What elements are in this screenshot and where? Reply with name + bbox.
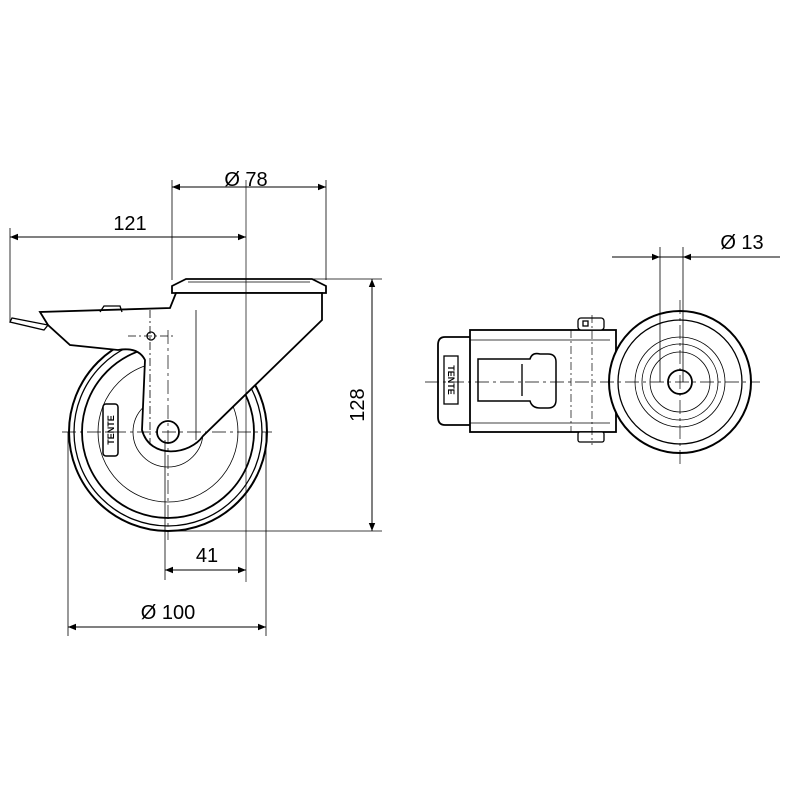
side-view: TENTE (9, 180, 327, 582)
brake-slot (477, 352, 557, 409)
dim-offset: 41 (196, 545, 218, 567)
dim-plate-diameter: Ø 78 (224, 169, 267, 191)
dim-overall-length: 121 (113, 213, 146, 235)
dimension-lines (10, 183, 780, 631)
logo-text-top: TENTE (446, 365, 456, 395)
tente-logo: TENTE (102, 403, 119, 457)
top-plate (171, 278, 327, 294)
extension-lines (9, 180, 382, 636)
dim-bolt-hole-diameter: Ø 13 (720, 232, 763, 254)
brake-pedal (9, 317, 50, 331)
top-view: TENTE (425, 247, 760, 465)
dim-overall-height: 128 (347, 388, 369, 421)
logo-text-side: TENTE (106, 415, 116, 445)
dim-wheel-diameter: Ø 100 (141, 602, 195, 624)
fork (38, 292, 323, 453)
